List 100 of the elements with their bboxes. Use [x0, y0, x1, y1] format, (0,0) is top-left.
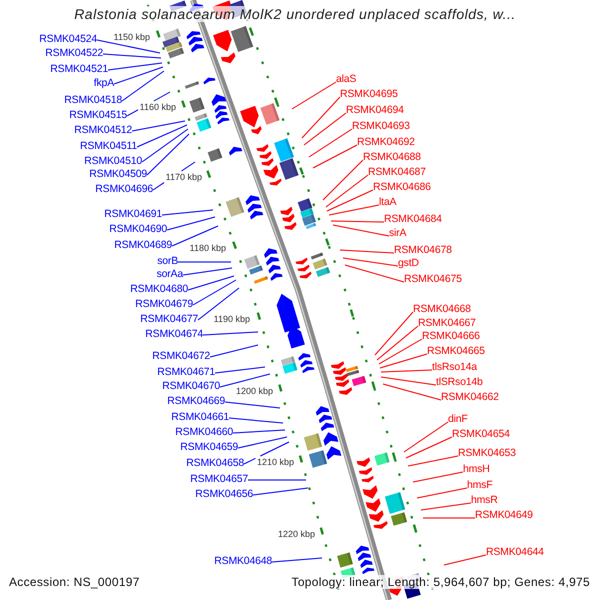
gene-label: RSMK04679	[135, 298, 193, 310]
leader-line	[344, 264, 404, 282]
gene-label: hmsF	[467, 479, 492, 491]
leader-line	[342, 258, 398, 266]
scale-label: 1190 kbp	[214, 314, 250, 324]
leader-line	[380, 354, 428, 368]
leader-line	[404, 422, 448, 452]
scale-label: 1220 kbp	[278, 529, 315, 539]
leader-line	[272, 558, 322, 562]
leader-line	[420, 502, 472, 510]
gene-label: alaS	[336, 73, 356, 85]
gene-label: RSMK04661	[171, 411, 229, 423]
gene-label: RSMK04662	[441, 391, 499, 403]
gene-label: RSMK04667	[418, 317, 476, 329]
gene-label: RSMK04648	[214, 555, 272, 567]
scale-label: 1170 kbp	[166, 172, 202, 182]
leader-line	[172, 226, 218, 246]
gene-label: fkpA	[94, 77, 114, 89]
leader-line	[96, 40, 160, 54]
leader-line	[330, 220, 384, 222]
gene-label: RSMK04692	[357, 136, 415, 148]
leader-line	[202, 332, 258, 336]
leader-line	[302, 96, 340, 138]
leader-line	[142, 128, 188, 162]
leader-line	[210, 344, 258, 358]
gene-label: RSMK04694	[346, 104, 404, 116]
gene-label: RSMK04511	[80, 140, 137, 152]
gene-label: sirA	[389, 227, 406, 239]
scale-label: 1150 kbp	[114, 32, 150, 42]
scale-label: 1210 kbp	[256, 457, 294, 467]
leader-line	[188, 276, 234, 290]
gene-label: RSMK04686	[373, 181, 431, 193]
leader-line	[416, 488, 468, 498]
gene-label: dinF	[448, 413, 468, 425]
gene-label: RSMK04512	[74, 124, 132, 136]
leader-line	[308, 128, 352, 158]
gene-label: hmsH	[463, 463, 490, 475]
leader-line	[152, 162, 196, 190]
leader-line	[326, 174, 368, 208]
gene-label: sorAa	[156, 268, 183, 280]
leader-line	[166, 216, 216, 230]
leader-line	[224, 402, 280, 408]
gene-label: sorB	[157, 255, 178, 267]
genome-stats-text: Topology: linear; Length: 5,964,607 bp; Genes: 4,975	[292, 575, 590, 589]
gene-label: RSMK04689	[114, 239, 172, 251]
gene-label: RSMK04665	[427, 345, 485, 357]
gene-label: RSMK04659	[180, 441, 238, 453]
leader-line	[332, 224, 390, 236]
gene-label: RSMK04678	[394, 244, 452, 256]
gene-label: RSMK04524	[39, 33, 97, 45]
leader-line	[382, 384, 442, 400]
leader-line	[292, 82, 336, 110]
leader-line	[304, 112, 346, 146]
leader-line	[192, 280, 236, 306]
scale-label: 1180 kbp	[190, 243, 226, 253]
gene-label: RSMK04680	[130, 283, 188, 295]
gene-label: RSMK04691	[104, 208, 162, 220]
gene-label: hmsR	[471, 494, 498, 506]
gene-label: RSMK04658	[186, 457, 244, 469]
gene-label: RSMK04677	[140, 313, 198, 325]
leader-line	[132, 120, 186, 132]
leader-line	[220, 374, 270, 388]
gene-label: RSMK04672	[152, 350, 210, 362]
gene-label: RSMK04649	[475, 509, 533, 521]
leader-line	[214, 366, 266, 374]
leader-line	[408, 456, 458, 466]
gene-label: RSMK04670	[162, 380, 220, 392]
scale-label: 1160 kbp	[140, 102, 176, 112]
leader-line	[412, 472, 464, 482]
leader-line	[102, 54, 162, 58]
leader-line	[376, 326, 418, 360]
scale-label: 1200 kbp	[236, 386, 273, 396]
leader-line	[326, 190, 374, 212]
gene-label: gstD	[398, 257, 419, 269]
gene-label: RSMK04653	[458, 447, 516, 459]
leader-line	[182, 268, 232, 276]
gene-label: tlsRso14a	[432, 361, 477, 373]
leader-line	[114, 66, 164, 84]
gene-label: RSMK04654	[452, 428, 510, 440]
leader-line	[162, 210, 214, 216]
gene-label: RSMK04696	[95, 183, 153, 195]
gene-label: ltaA	[379, 196, 396, 208]
leader-line	[378, 338, 422, 364]
gene-label: RSMK04668	[413, 303, 471, 315]
gene-label: RSMK04690	[109, 223, 167, 235]
gene-label: tlSRso14b	[436, 376, 483, 388]
leader-line	[244, 442, 290, 464]
leader-line	[380, 376, 436, 386]
gene-label: RSMK04515	[69, 109, 127, 121]
gene-label: RSMK04657	[190, 473, 248, 485]
gene-label: RSMK04669	[167, 395, 225, 407]
leader-line	[126, 92, 170, 116]
gene-label: RSMK04666	[422, 330, 480, 342]
gene-label: RSMK04674	[145, 328, 203, 340]
gene-label: RSMK04671	[157, 366, 215, 378]
leader-line	[406, 436, 452, 458]
gene-label: RSMK04684	[384, 213, 442, 225]
leader-line	[322, 160, 364, 200]
gene-label: RSMK04660	[175, 426, 233, 438]
leader-line	[108, 62, 162, 70]
